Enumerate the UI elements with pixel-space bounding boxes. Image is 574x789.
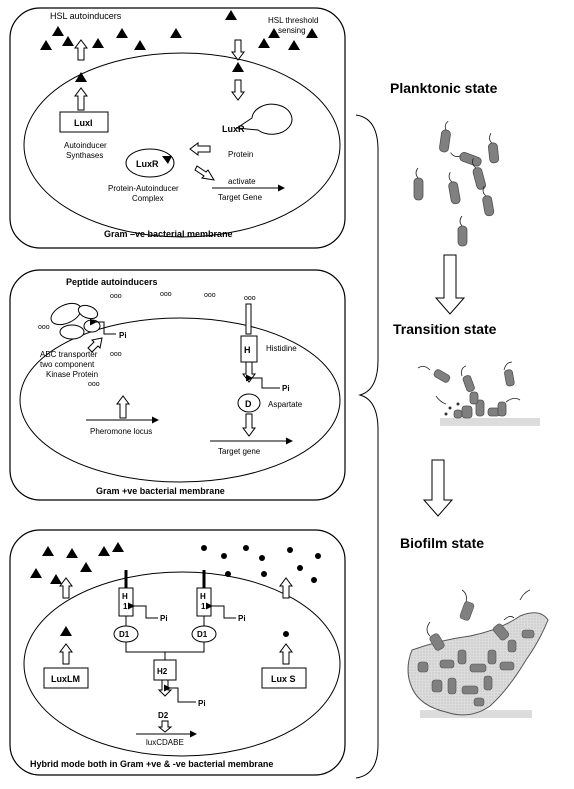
hollow-arrows	[59, 577, 293, 665]
luxi-box	[59, 111, 109, 133]
phosphate-arrow	[206, 602, 236, 619]
planktonic-bacteria	[413, 120, 500, 247]
d1-right-label: D1	[197, 630, 208, 639]
peptide-chain: ooo	[160, 291, 172, 298]
peptide-autoinducers-label: Peptide autoinducers	[66, 277, 158, 287]
gram-positive-membrane-label: Gram +ve bacterial membrane	[96, 486, 225, 496]
phosphate-arrow	[90, 318, 116, 335]
pi-2-label: Pi	[238, 614, 246, 623]
bound-autoinducer-icon	[162, 156, 172, 164]
luxi-label: LuxI	[74, 118, 93, 128]
luxlm-box	[43, 667, 89, 689]
target-gene-label: Target Gene	[218, 193, 263, 202]
h1-right-label-a: H	[200, 592, 206, 601]
transition-state-label: Transition state	[393, 321, 497, 337]
hollow-arrow	[242, 413, 256, 437]
hybrid-membrane-label: Hybrid mode both in Gram +ve & -ve bacte…	[30, 759, 273, 769]
panel-frame	[9, 529, 346, 776]
activate-label: activate	[228, 177, 256, 186]
luxs-box	[261, 667, 307, 689]
h1-left-label-b: 1	[123, 602, 128, 611]
hollow-arrow	[157, 720, 173, 733]
peptide-chain: ooo	[38, 324, 50, 331]
gram-negative-panel: HSL autoinducers HSL threshold sensing L…	[9, 7, 346, 249]
peptide-chain: ooo	[110, 293, 122, 300]
abc-transporter-shape	[50, 302, 101, 340]
hsl-threshold-label-2: sensing	[278, 26, 306, 35]
peptide-chain: ooo	[110, 351, 122, 358]
hollow-arrow	[87, 337, 103, 353]
hsl-molecules	[40, 10, 318, 82]
transition-arrow	[434, 254, 466, 315]
peptide-chain: ooo	[88, 381, 100, 388]
hsl-threshold-label-1: HSL threshold	[268, 16, 318, 25]
d2-label: D2	[158, 711, 169, 720]
hsl-autoinducers-label: HSL autoinducers	[50, 11, 122, 21]
cell-membrane	[23, 571, 341, 757]
planktonic-state-label: Planktonic state	[390, 80, 498, 96]
curly-brace	[355, 114, 379, 779]
pi-3-label: Pi	[198, 699, 206, 708]
autoinducer-dots	[201, 545, 321, 637]
histidine-box-label: H	[244, 345, 251, 355]
cell-membrane	[23, 52, 341, 238]
h1-right-label-b: 1	[201, 602, 206, 611]
abc-label-1: ABC transporter	[40, 350, 98, 359]
abc-label-3: Kinase Protein	[46, 370, 98, 379]
merge-bracket	[125, 642, 205, 660]
pi-left-label: Pi	[119, 331, 127, 340]
panel-frame	[9, 7, 346, 249]
surface	[420, 710, 532, 718]
pheromone-locus-label: Pheromone locus	[90, 427, 152, 436]
aspartate-circle-label: D	[245, 399, 252, 409]
hollow-arrow	[116, 395, 130, 419]
hollow-arrow	[242, 361, 256, 383]
aspartate-label: Aspartate	[268, 400, 303, 409]
autoinducer-label-1: Autoinducer	[64, 141, 107, 150]
protein-label: Protein	[228, 150, 253, 159]
biofilm-arrow	[422, 459, 454, 517]
abc-label-2: two component	[40, 360, 95, 369]
luxcdabe-label: luxCDABE	[146, 738, 184, 747]
phosphate-arrow	[128, 602, 158, 619]
panel-frame	[9, 269, 346, 501]
transition-bacteria	[417, 361, 540, 426]
h2-label: H2	[157, 667, 168, 676]
pi-1-label: Pi	[160, 614, 168, 623]
gram-positive-panel: Peptide autoinducers ooo ooo ooo ooo ooo…	[9, 269, 346, 501]
biofilm-state-label: Biofilm state	[400, 535, 484, 551]
complex-label-1: Protein-Autoinducer	[108, 184, 179, 193]
phosphate-arrow	[164, 684, 196, 703]
histidine-label: Histidine	[266, 344, 297, 353]
luxr-complex-label: LuxR	[136, 159, 159, 169]
cell-membrane	[19, 317, 341, 483]
hollow-arrows	[74, 39, 245, 181]
luxs-label: Lux S	[271, 674, 296, 684]
pi-right-label: Pi	[282, 384, 290, 393]
luxlm-label: LuxLM	[51, 674, 80, 684]
aspartate-circle	[237, 393, 261, 413]
autoinducer-label-2: Synthases	[66, 151, 103, 160]
luxr-protein-shape	[235, 103, 293, 135]
phosphate-arrow	[246, 374, 280, 389]
surface	[440, 418, 540, 426]
target-gene-label: Target gene	[218, 447, 261, 456]
peptide-chains: ooo ooo ooo ooo ooo ooo ooo	[38, 291, 256, 388]
h1-left-label-a: H	[122, 592, 128, 601]
receptor-stalk	[245, 303, 252, 335]
peptide-chain: ooo	[244, 295, 256, 302]
peptide-chain: ooo	[204, 292, 216, 299]
biofilm-cluster	[407, 589, 549, 718]
hollow-arrow	[157, 679, 173, 697]
gram-negative-membrane-label: Gram –ve bacterial membrane	[104, 229, 233, 239]
luxr-protein-label: LuxR	[222, 124, 245, 134]
d1-left-label: D1	[119, 630, 130, 639]
hybrid-panel: LuxLM Lux S H 1 Pi D1 H 1 Pi D1 H2 Pi D2…	[9, 529, 346, 776]
complex-label-2: Complex	[132, 194, 164, 203]
autoinducer-triangles	[30, 542, 124, 636]
